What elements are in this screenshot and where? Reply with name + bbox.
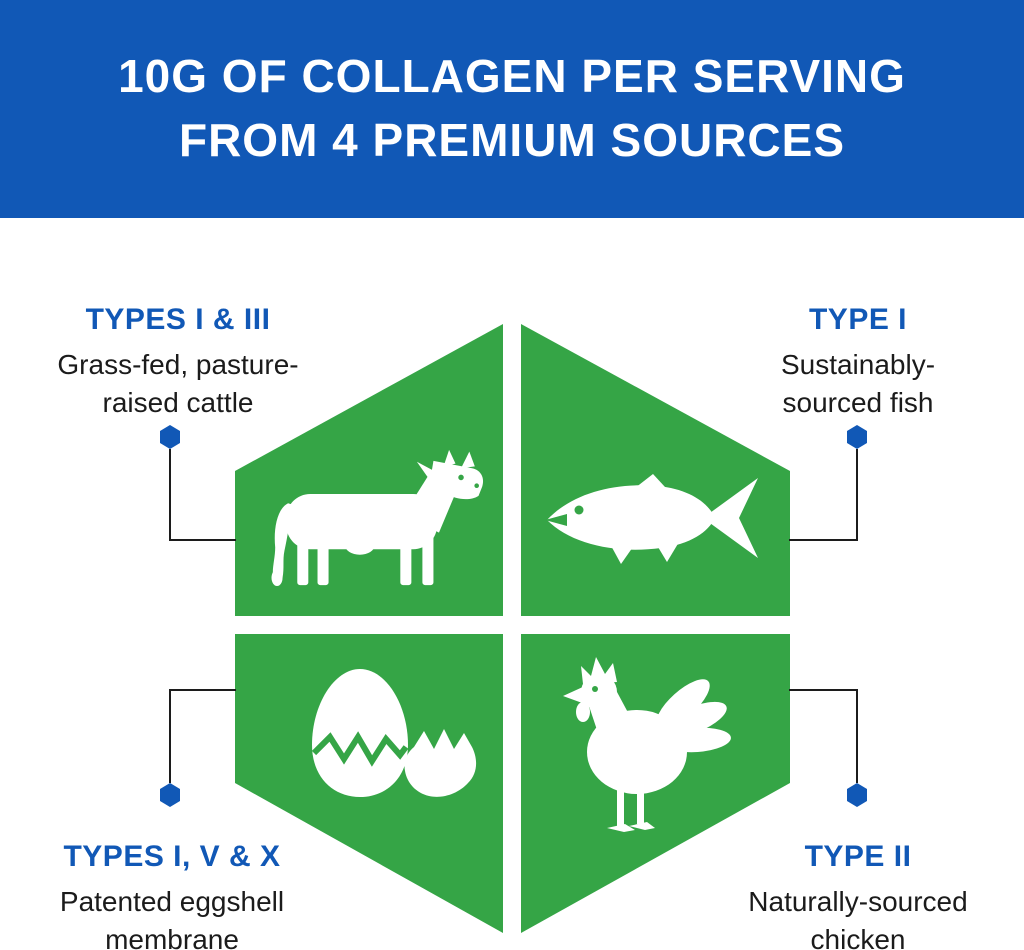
fish-icon (545, 474, 758, 564)
source-label-cattle: TYPES I & III Grass-fed, pasture- raised… (8, 303, 348, 422)
source-label-chicken: TYPE II Naturally-sourced chicken (692, 840, 1024, 950)
connector-line-bottom-right (789, 689, 858, 783)
connector-line-top-right (789, 449, 858, 541)
hex-marker-bottom-left (160, 783, 180, 807)
source-label-eggshell: TYPES I, V & X Patented eggshell membran… (2, 840, 342, 950)
connector-line-top-left (169, 449, 236, 541)
chicken-icon (563, 657, 731, 832)
desc-line: raised cattle (102, 387, 254, 418)
hex-marker-bottom-right (847, 783, 867, 807)
desc-line: Patented eggshell (59, 886, 285, 917)
collagen-type-label-eggshell: TYPES I, V & X (63, 840, 281, 873)
desc-line: sourced fish (782, 387, 934, 418)
desc-line: Grass-fed, pasture- (57, 349, 299, 380)
source-label-fish: TYPE I Sustainably- sourced fish (700, 303, 1016, 422)
source-description-chicken: Naturally-sourced chicken (692, 883, 1024, 950)
source-description-cattle: Grass-fed, pasture- raised cattle (8, 346, 348, 422)
desc-line: Naturally-sourced (748, 886, 968, 917)
desc-line: chicken (810, 924, 906, 950)
source-description-eggshell: Patented eggshell membrane (2, 883, 342, 950)
collagen-type-label-cattle: TYPES I & III (85, 303, 271, 336)
header-title-line-1: 10G OF COLLAGEN PER SERVING (118, 50, 906, 102)
hex-marker-top-left (160, 425, 180, 449)
hex-marker-top-right (847, 425, 867, 449)
eggshell-icon (311, 669, 477, 797)
desc-line: membrane (105, 924, 239, 950)
header-title-line-2: FROM 4 PREMIUM SOURCES (178, 114, 846, 166)
connector-lines (169, 449, 858, 783)
source-description-fish: Sustainably- sourced fish (700, 346, 1016, 422)
collagen-type-label-chicken: TYPE II (804, 840, 912, 873)
header-banner: 10G OF COLLAGEN PER SERVING FROM 4 PREMI… (0, 0, 1024, 218)
connector-line-bottom-left (169, 689, 236, 783)
cow-icon (271, 449, 484, 586)
hex-markers (160, 425, 867, 807)
desc-line: Sustainably- (780, 349, 936, 380)
collagen-type-label-fish: TYPE I (808, 303, 908, 336)
